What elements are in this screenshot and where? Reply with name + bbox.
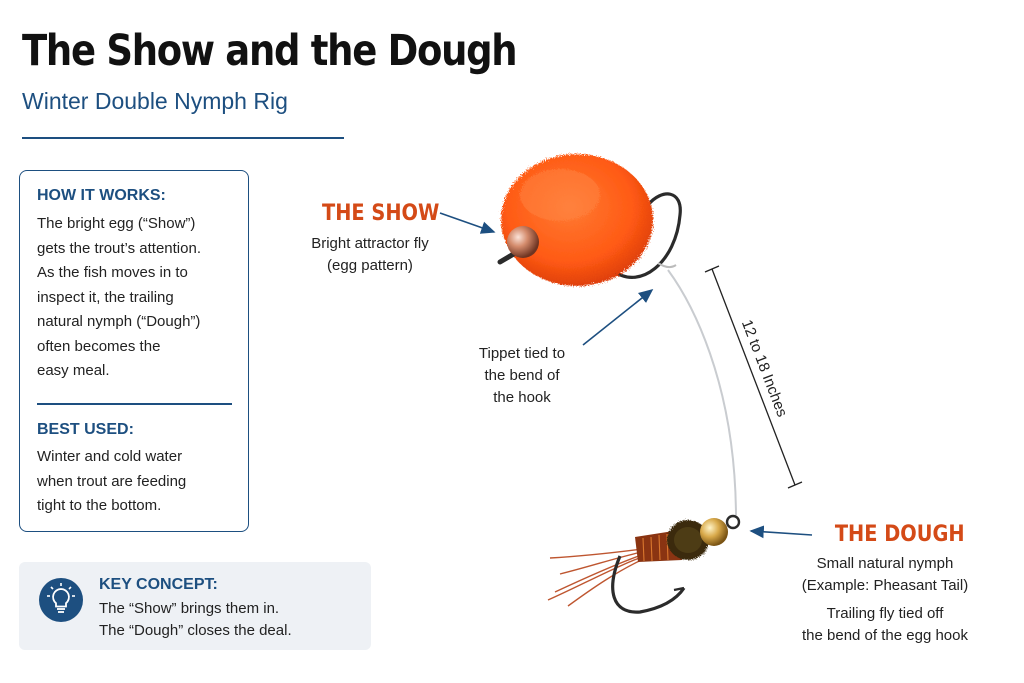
best-line: tight to the bottom. [37,497,162,514]
egg-fly-illustration [497,154,682,286]
how-line: inspect it, the trailing [37,288,174,306]
dough-line: Trailing fly tied off [826,605,944,622]
how-line: natural nymph (“Dough”) [37,313,201,330]
how-line: often becomes the [37,337,161,355]
how-it-works-text: The bright egg (“Show”) gets the trout’s… [37,212,237,384]
dough-line: (Example: Pheasant Tail) [801,577,969,594]
show-title: THE SHOW [322,201,440,226]
key-concept-line: The “Show” brings them in. [99,600,280,617]
best-used-heading: BEST USED: [37,421,134,438]
tippet-line [667,269,737,516]
key-concept-heading: KEY CONCEPT: [99,576,218,593]
tippet-description: Tippet tied to the bend of the hook [462,343,582,409]
how-line: As the fish moves in to [37,264,188,281]
dough-line: Small natural nymph [816,555,954,572]
title-divider [22,137,344,139]
show-line: (egg pattern) [327,257,413,274]
key-concept-panel: KEY CONCEPT: The “Show” brings them in. … [19,562,371,650]
show-description: Bright attractor fly (egg pattern) [300,233,440,277]
info-panel: HOW IT WORKS: The bright egg (“Show”) ge… [19,170,249,532]
how-it-works-heading: HOW IT WORKS: [37,187,166,204]
nymph-fly-illustration [547,514,741,614]
dough-title: THE DOUGH [834,522,965,547]
length-dimension-line [704,265,803,489]
dough-line: the bend of the egg hook [802,627,968,644]
page-title: The Show and the Dough [22,26,518,76]
info-divider [37,403,232,405]
how-line: easy meal. [37,362,110,379]
show-line: Bright attractor fly [311,235,429,252]
dough-description: Small natural nymph (Example: Pheasant T… [790,553,980,647]
tippet-line-text: the hook [493,389,551,406]
page-subtitle: Winter Double Nymph Rig [22,88,288,114]
key-concept-text: The “Show” brings them in. The “Dough” c… [99,598,292,642]
best-line: when trout are feeding [37,472,187,490]
how-line: The bright egg (“Show”) [37,215,196,232]
dough-pointer-arrow [749,525,813,539]
show-pointer-arrow [439,212,496,234]
tippet-line-text: the bend of [484,367,560,384]
best-line: Winter and cold water [37,448,183,465]
key-concept-line: The “Dough” closes the deal. [99,622,292,639]
how-line: gets the trout’s attention. [37,239,201,257]
best-used-text: Winter and cold water when trout are fee… [37,445,237,519]
tippet-line-text: Tippet tied to [478,345,566,362]
tippet-pointer-arrow [582,289,654,346]
lightbulb-icon [39,578,83,622]
